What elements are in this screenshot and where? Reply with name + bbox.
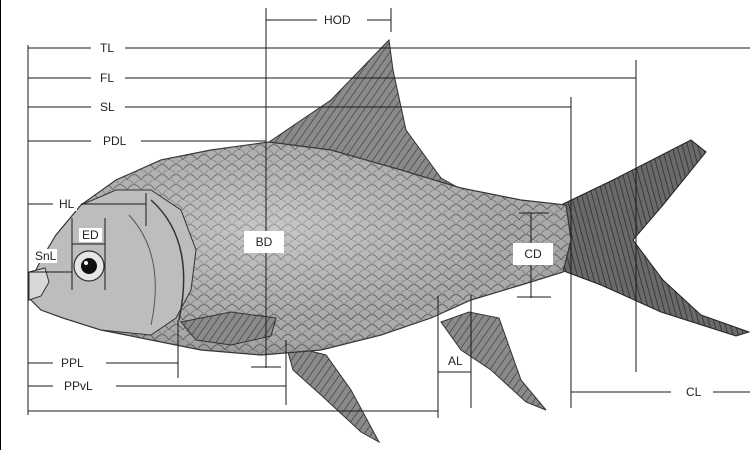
pelvic-fin	[286, 345, 379, 442]
label-ppl: PPL	[58, 356, 87, 370]
label-cl: CL	[683, 385, 704, 399]
label-al: AL	[445, 354, 466, 368]
label-ppvl: PPvL	[61, 379, 96, 393]
label-ed: ED	[79, 228, 102, 242]
label-pdl: PDL	[100, 134, 129, 148]
label-sl: SL	[97, 100, 118, 114]
label-fl: FL	[97, 71, 117, 85]
label-cd: CD	[513, 243, 553, 265]
label-hod: HOD	[321, 13, 354, 27]
label-hl: HL	[56, 197, 77, 211]
caudal-fin	[561, 140, 749, 336]
label-snl: SnL	[34, 249, 57, 263]
label-bd: BD	[244, 231, 284, 253]
label-tl: TL	[97, 41, 117, 55]
